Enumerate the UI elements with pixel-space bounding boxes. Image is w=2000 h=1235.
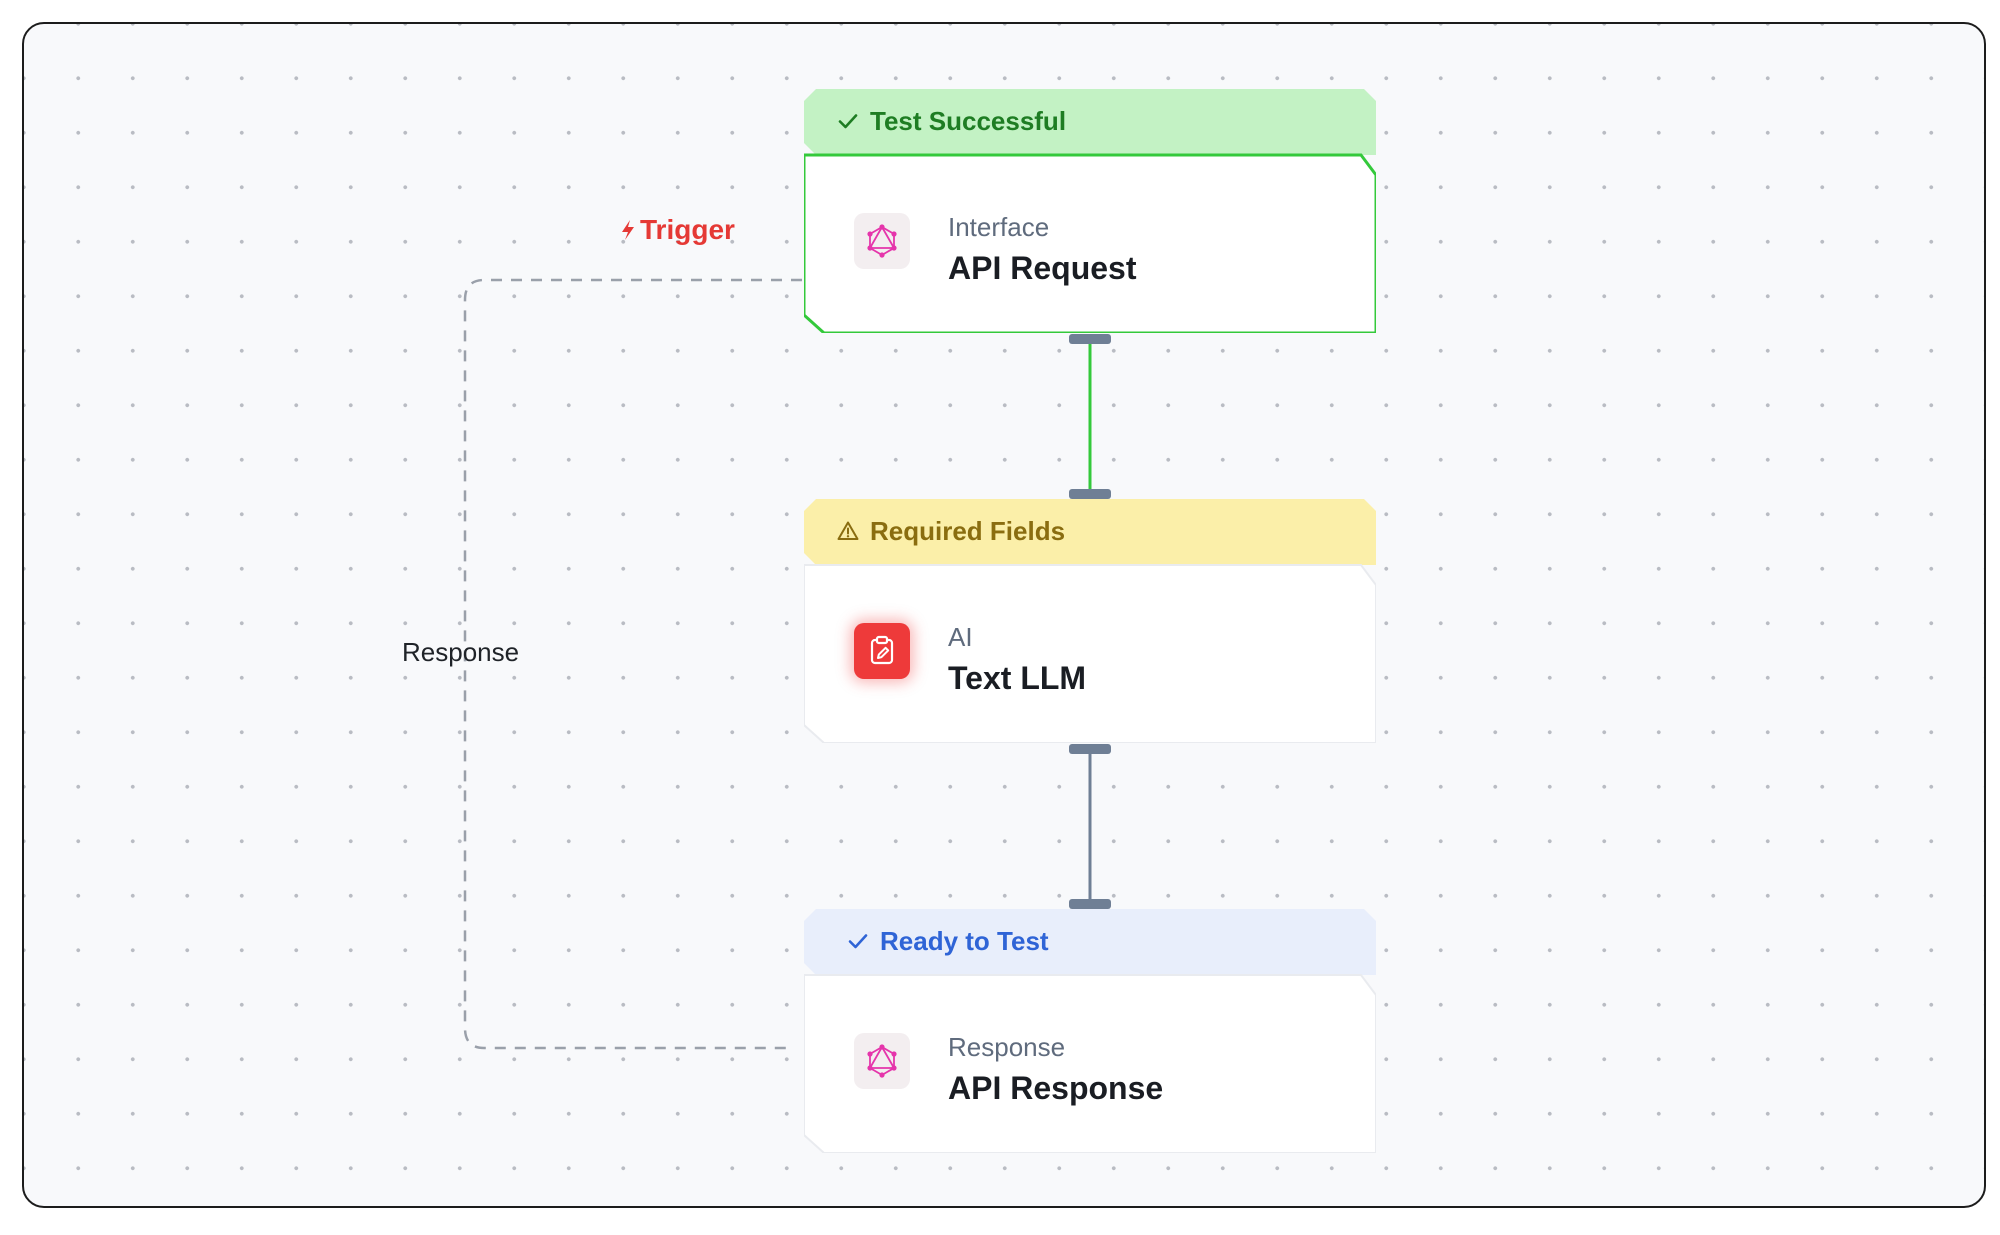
node-text-llm[interactable]: Required Fields AI Text LLM <box>804 499 1376 743</box>
response-edge-label: Response <box>402 637 520 667</box>
workflow-canvas[interactable]: Test Successful Interface API Request <box>22 22 1986 1208</box>
edges-layer <box>463 278 1092 1050</box>
node-card-shape <box>804 89 1376 333</box>
node-output-handle[interactable] <box>1069 744 1111 754</box>
status-badge: Required Fields <box>836 514 1065 548</box>
node-title: API Request <box>948 250 1137 286</box>
node-card-shape <box>804 909 1376 1153</box>
status-badge: Test Successful <box>836 104 1066 138</box>
trigger-label-text: Trigger <box>640 214 735 245</box>
node-icon-tile <box>854 213 910 269</box>
node-category: AI <box>948 622 973 652</box>
warning-icon <box>837 521 859 540</box>
graphql-icon <box>867 224 897 258</box>
lightning-bolt-icon <box>622 220 634 240</box>
graphql-icon <box>867 1044 897 1078</box>
node-category: Response <box>948 1032 1066 1062</box>
node-api-response[interactable]: Ready to Test Response API Response <box>804 909 1376 1153</box>
status-text: Ready to Test <box>880 925 1049 956</box>
node-title: Text LLM <box>948 660 1087 696</box>
node-input-handle[interactable] <box>1069 489 1111 499</box>
node-icon-tile <box>854 623 910 679</box>
clipboard-edit-icon <box>870 635 894 665</box>
status-badge: Ready to Test <box>846 924 1049 958</box>
response-loop-edge[interactable] <box>463 278 802 1050</box>
check-icon <box>848 934 868 949</box>
node-input-handle[interactable] <box>1069 899 1111 909</box>
check-icon <box>838 114 858 129</box>
node-title: API Response <box>948 1070 1164 1106</box>
node-output-handle[interactable] <box>1069 334 1111 344</box>
status-text: Required Fields <box>870 515 1066 546</box>
node-category: Interface <box>948 212 1050 242</box>
status-text: Test Successful <box>870 105 1067 136</box>
node-api-request[interactable]: Test Successful Interface API Request <box>804 89 1376 333</box>
node-icon-tile <box>854 1033 910 1089</box>
trigger-edge-label: Trigger <box>618 214 735 246</box>
node-card-shape <box>804 499 1376 743</box>
